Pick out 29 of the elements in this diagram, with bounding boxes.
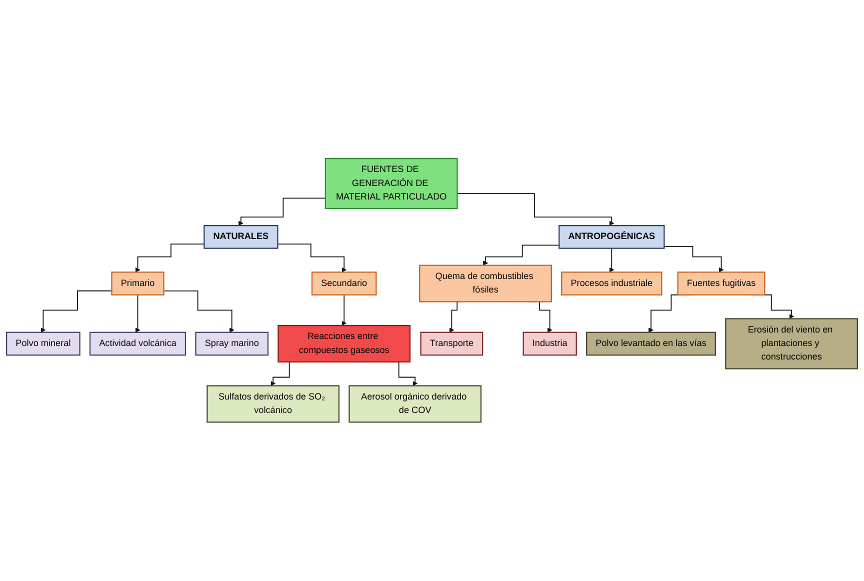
- node-box: Industria: [522, 332, 577, 356]
- arrow: [277, 244, 347, 273]
- node-box: Spray marino: [195, 332, 269, 356]
- node-box: FUENTES DE GENERACIÓN DE MATERIAL PARTICULADO: [324, 158, 458, 210]
- node-box: Sulfatos derivados de SO₂ volcánico: [206, 385, 340, 423]
- arrow: [609, 248, 614, 273]
- node-box: Quema de combustibles fósiles: [419, 264, 552, 302]
- node-box: Polvo levantado en las vías: [586, 332, 716, 356]
- node-box: Procesos industriale: [561, 272, 662, 296]
- arrow: [135, 244, 205, 273]
- node-box: Transporte: [420, 332, 484, 356]
- arrow: [483, 244, 560, 266]
- node-box: Secundario: [311, 272, 377, 296]
- arrow: [342, 294, 347, 326]
- node-box: Reacciones entre compuestos gaseosos: [278, 325, 411, 363]
- arrow: [238, 198, 326, 226]
- node-box: ANTROPOGÉNICAS: [558, 225, 665, 250]
- arrow: [664, 246, 724, 273]
- node-box: Fuentes fugitivas: [677, 272, 766, 296]
- arrow: [456, 193, 614, 226]
- node-box: Erosión del viento en plantaciones y construcciones: [725, 318, 858, 370]
- node-box: NATURALES: [204, 225, 278, 250]
- arrow: [163, 290, 234, 333]
- node-box: Primario: [111, 272, 164, 296]
- node-box: Polvo mineral: [6, 332, 80, 356]
- arrow: [135, 294, 140, 333]
- node-box: Aerosol orgánico derivado de COV: [348, 385, 482, 423]
- arrow: [40, 290, 112, 333]
- node-box: Actividad volcánica: [89, 332, 186, 356]
